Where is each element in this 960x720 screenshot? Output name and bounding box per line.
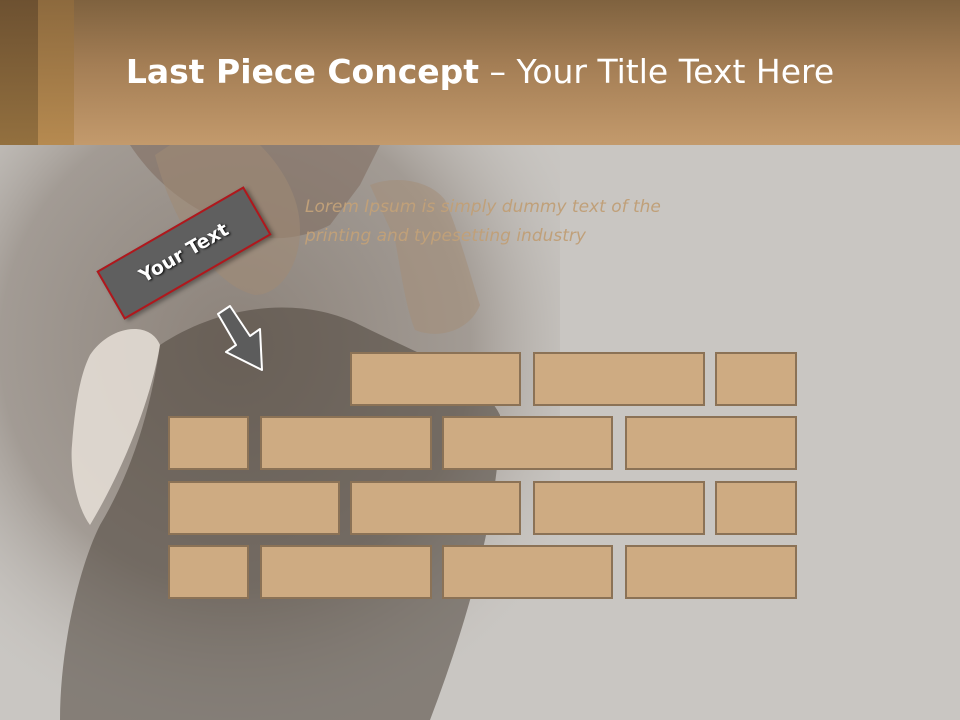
body-text: Lorem Ipsum is simply dummy text of the … xyxy=(305,197,661,246)
brick xyxy=(350,481,521,535)
brick xyxy=(168,545,249,599)
slide-title: Last Piece Concept – Your Title Text Her… xyxy=(0,52,960,91)
brick xyxy=(533,481,705,535)
brick xyxy=(260,416,432,470)
brick xyxy=(625,416,797,470)
brick xyxy=(350,352,521,406)
arrow-down-right-icon xyxy=(217,305,263,371)
brick xyxy=(168,481,340,535)
brick xyxy=(168,416,249,470)
brick xyxy=(715,481,797,535)
brick xyxy=(533,352,705,406)
brick xyxy=(715,352,797,406)
slide-title-bold: Last Piece Concept xyxy=(125,52,480,91)
brick xyxy=(625,545,797,599)
title-banner: Last Piece Concept – Your Title Text Her… xyxy=(0,0,960,145)
banner-stripe xyxy=(0,0,38,145)
banner-stripe xyxy=(38,0,74,145)
slide-title-rest: – Your Title Text Here xyxy=(479,52,835,91)
brick xyxy=(442,416,613,470)
brick xyxy=(260,545,432,599)
brick xyxy=(442,545,613,599)
